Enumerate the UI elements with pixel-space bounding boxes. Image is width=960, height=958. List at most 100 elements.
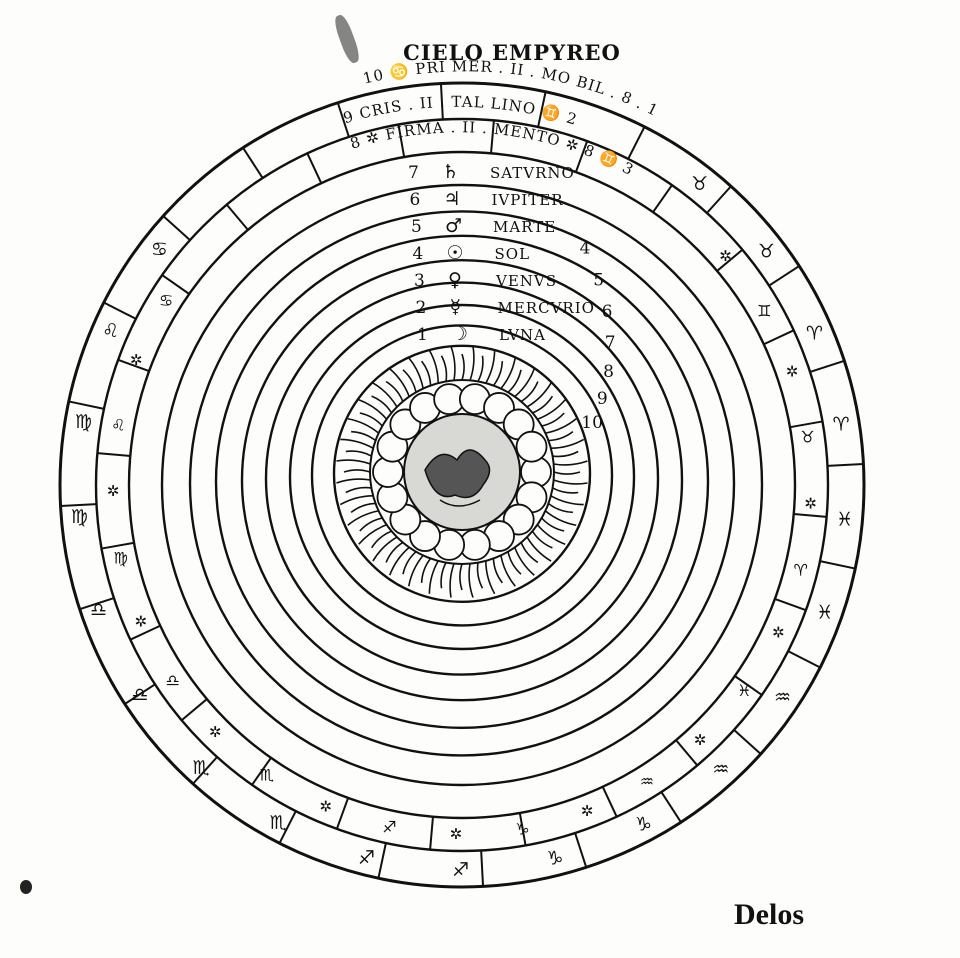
starband-divider (101, 541, 135, 550)
zodiac-divider (574, 832, 588, 868)
fire-ray (402, 551, 417, 575)
fire-ray (544, 510, 577, 527)
sphere-number: 4 (413, 244, 424, 264)
fire-ray (428, 349, 439, 384)
fire-ray (541, 517, 565, 532)
starband-dividers (97, 120, 827, 850)
sphere-right-number: 9 (597, 389, 608, 409)
fire-ray (358, 398, 388, 420)
starband-divider (97, 452, 131, 457)
fixed-stars-border (127, 150, 797, 820)
fire-ray (385, 380, 404, 402)
fire-ray (450, 346, 456, 381)
fire-ray (532, 395, 554, 414)
star-icon: ✲ (694, 731, 707, 749)
zodiac-sign-icon: ♒ (774, 686, 791, 708)
zodiac-divider (278, 810, 297, 844)
sphere-right-number: 6 (602, 302, 613, 322)
zodiac-divider (787, 650, 821, 669)
fire-ray (351, 430, 377, 442)
starband-divider (129, 624, 161, 641)
zodiac-outer-band: ♋♌♍♍♎♎♏♏♐♐♑♑♒♒♓♓♈♈♉♉ ♋♌♍♎♏♐♑♒♓♈♉♊ ✲✲✲✲✲✲… (58, 81, 866, 889)
starband-divider (652, 184, 673, 213)
sea-lines (439, 499, 481, 507)
fire-ray (531, 530, 553, 549)
zodiac-divider (377, 842, 387, 879)
ink-blot (20, 880, 32, 894)
starband-divider (601, 786, 618, 818)
planet-name: VENVS (495, 272, 557, 290)
fire-ray (477, 355, 484, 382)
zodiac-divider (809, 359, 845, 373)
fire-ray (548, 431, 574, 442)
starband-divider (161, 274, 190, 295)
fire-ray (492, 558, 503, 584)
fire-ray (428, 560, 439, 594)
sphere-number: 3 (414, 271, 425, 291)
fire-ray (553, 471, 581, 475)
fire-ray (345, 486, 372, 494)
star-markers: ✲✲✲✲✲✲✲✲✲✲✲✲ (107, 247, 817, 843)
fire-ray (485, 350, 496, 384)
fire-ray (388, 546, 410, 576)
star-icon: ✲ (319, 797, 332, 815)
zodiac-divider (733, 729, 762, 755)
sphere-number: 1 (417, 325, 428, 345)
sphere-ring-2 (188, 210, 736, 757)
zodiac-divider (627, 126, 646, 160)
fire-ray (336, 459, 371, 465)
zodiac-inner-sign-icon: ♓ (737, 681, 751, 700)
zodiac-outer-symbols: ♋♌♍♍♎♎♏♏♐♐♑♑♒♒♓♓♈♈♉♉ (71, 173, 853, 881)
fire-ray (339, 495, 374, 506)
planetary-sphere-rings (160, 183, 764, 787)
fire-ray (500, 357, 517, 390)
sphere-right-number: 8 (603, 362, 614, 382)
cloud-ring (372, 383, 552, 561)
zodiac-inner-sign-icon: ♌ (111, 415, 125, 434)
fire-ray (553, 460, 588, 466)
zodiac-divider (68, 400, 105, 410)
zodiac-divider (60, 503, 97, 508)
zodiac-inner-sign-icon: ♑ (515, 820, 529, 839)
planet-name: SOL (495, 245, 531, 263)
fire-ray (550, 495, 584, 506)
fire-ray (468, 563, 474, 598)
sphere-number: 6 (410, 190, 421, 210)
fire-ray (440, 355, 448, 382)
sphere-ring-6 (288, 303, 636, 651)
zodiac-dividers (60, 83, 864, 887)
fire-ray (485, 560, 496, 595)
sphere-ring-3 (214, 234, 710, 729)
zodiac-inner-sign-icon: ♎ (165, 671, 179, 690)
zodiac-divider (480, 850, 485, 887)
planet-symbol-icon: ♂ (445, 215, 462, 237)
zodiac-sign-icon: ♓ (816, 601, 833, 623)
starband-divider (306, 152, 323, 184)
fire-ray (507, 369, 522, 393)
planet-name: IVPITER (492, 191, 564, 209)
planet-name: SATVRNO (490, 164, 575, 182)
fire-ray (402, 369, 417, 393)
fire-ray (552, 450, 579, 458)
starband-divider (251, 757, 272, 786)
planet-name: MARTE (493, 218, 556, 236)
sphere-ring-4 (240, 259, 684, 702)
planet-symbol-icon: ☽ (451, 323, 468, 345)
planet-symbol-icon: ☉ (447, 242, 464, 264)
starband-divider (789, 420, 823, 429)
fire-ray (358, 524, 387, 545)
sphere-ring-8 (332, 344, 592, 603)
fire-ray (345, 450, 372, 457)
zodiac-divider (819, 560, 856, 570)
star-icon: ✲ (450, 825, 463, 843)
planet-labels: 7♄SATVRNO46♃IVPITER55♂MARTE64☉SOL73♀VENV… (408, 161, 616, 433)
fire-ray (553, 479, 588, 485)
zodiac-sign-icon: ♋ (151, 239, 168, 261)
fire-ray (449, 563, 455, 598)
zodiac-sign-icon: ♉ (691, 173, 708, 195)
starband-divider (180, 698, 208, 722)
fire-ray (370, 530, 392, 549)
sphere-right-number: 4 (580, 239, 591, 259)
